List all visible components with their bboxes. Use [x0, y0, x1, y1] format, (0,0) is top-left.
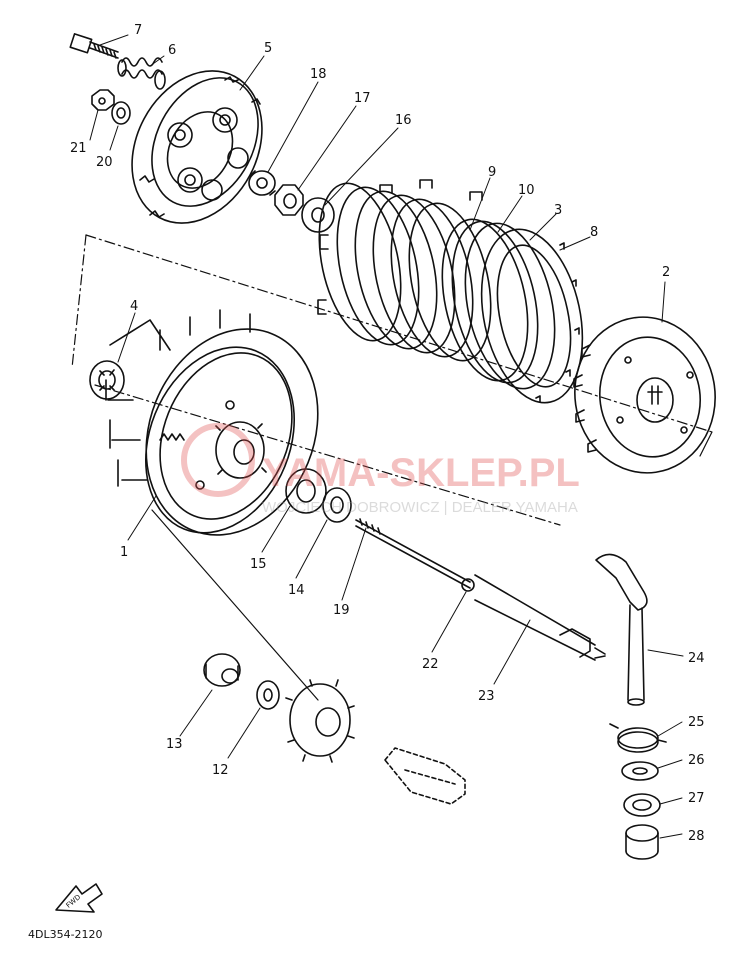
- label-part-14: 14: [288, 583, 305, 598]
- label-part-25: 25: [688, 715, 705, 730]
- part-16-lock-washer: [301, 197, 335, 233]
- part-14-washer: [322, 487, 352, 523]
- part-2-clutch-boss: [573, 316, 716, 474]
- label-part-22: 22: [422, 657, 439, 672]
- part-26-washer: [621, 761, 659, 781]
- part-25-spring: [609, 723, 667, 753]
- part-12-washer: [256, 680, 280, 710]
- part-22-ball: [461, 578, 475, 592]
- label-part-6: 6: [168, 43, 176, 58]
- label-part-27: 27: [688, 791, 705, 806]
- label-part-5: 5: [264, 41, 272, 56]
- part-17-washer: [274, 184, 304, 216]
- part-9-friction-plates: [317, 179, 492, 362]
- part-1-inner-gear: [215, 421, 267, 479]
- watermark: YAMA-SKLEP.PL WOJCIECH DOBROWICZ | DEALE…: [181, 423, 580, 516]
- part-19-push-rod: [355, 518, 471, 589]
- label-part-26: 26: [688, 753, 705, 768]
- label-part-10: 10: [518, 183, 535, 198]
- label-part-23: 23: [478, 689, 495, 704]
- label-part-4: 4: [130, 299, 138, 314]
- part-23-push-rod: [474, 574, 606, 661]
- part-18-nut: [248, 170, 276, 196]
- label-part-2: 2: [662, 265, 670, 280]
- label-part-7: 7: [134, 23, 142, 38]
- label-part-20: 20: [96, 155, 113, 170]
- part-20-washer: [111, 101, 131, 125]
- part-3-friction-plate: [464, 222, 556, 390]
- part-24-push-lever: [595, 553, 648, 706]
- part-1-primary-driven-gear: [105, 309, 319, 536]
- label-part-15: 15: [250, 557, 267, 572]
- label-part-18: 18: [310, 67, 327, 82]
- label-part-28: 28: [688, 829, 705, 844]
- part-27-oil-seal: [623, 793, 661, 817]
- label-part-13: 13: [166, 737, 183, 752]
- part-labels: 7 6 5 18 17 16 21 20 9 10 3 8 2 4 1 15 1…: [70, 23, 705, 844]
- shaft-sketch: [384, 747, 466, 805]
- part-28-bearing: [625, 824, 659, 860]
- part-21-nut: [91, 89, 115, 111]
- part-7-bolt: [69, 33, 119, 59]
- part-13-bushing: [203, 653, 241, 687]
- watermark-sub: WOJCIECH DOBROWICZ | DEALER YAMAHA: [262, 499, 578, 516]
- label-part-17: 17: [354, 91, 371, 106]
- part-5-pressure-plate: [131, 70, 263, 224]
- label-part-3: 3: [554, 203, 562, 218]
- part-6-spring: [117, 57, 166, 90]
- front-arrow: [55, 883, 103, 913]
- label-part-12: 12: [212, 763, 229, 778]
- label-part-21: 21: [70, 141, 87, 156]
- leader-lines: [89, 34, 684, 839]
- part-15-spacer: [285, 468, 327, 514]
- part-4-lock-washer: [89, 360, 125, 400]
- label-part-19: 19: [333, 603, 350, 618]
- watermark-main: YAMA-SKLEP.PL: [262, 451, 580, 495]
- label-part-24: 24: [688, 651, 705, 666]
- label-part-9: 9: [488, 165, 496, 180]
- label-part-8: 8: [590, 225, 598, 240]
- label-part-1: 1: [120, 545, 128, 560]
- label-part-16: 16: [395, 113, 412, 128]
- part-8-clutch-plate: [480, 228, 584, 404]
- drawing-code: 4DL354-2120: [28, 928, 103, 941]
- part-11-gear: [285, 679, 355, 763]
